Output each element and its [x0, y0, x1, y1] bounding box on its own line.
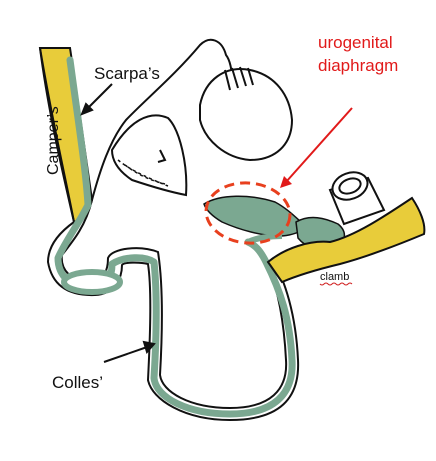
scarpas-arrow: [85, 83, 113, 111]
pubic-mark: [157, 149, 167, 163]
skin-outline-inner: [60, 199, 288, 410]
scarpas-label: Scarpa’s: [94, 64, 160, 83]
pubic-hair: [117, 159, 169, 187]
colles-label: Colles’: [52, 373, 103, 392]
urogenital-diaphragm-membrane: [203, 195, 310, 237]
right-fat-layer: [266, 196, 426, 284]
clamb-label: clamb: [320, 271, 349, 283]
scrotal-pocket: [61, 269, 123, 295]
bladder-outline: [199, 68, 294, 162]
body-outline-upper: [91, 38, 233, 201]
scarpas-colles-fascia: [54, 56, 296, 418]
bladder-folds: [224, 66, 254, 91]
pubic-structure: [110, 114, 188, 197]
anal-canal: [328, 171, 386, 226]
colles-arrow: [103, 345, 151, 363]
annotation-arrows: [80, 83, 156, 363]
urogenital-label-line1: urogenital: [318, 33, 393, 52]
urogenital-diaphragm-highlight: [204, 181, 292, 245]
clamb-squiggle: [319, 282, 353, 286]
urogenital-arrow: [285, 107, 353, 183]
urogenital-label-line2: diaphragm: [318, 56, 398, 75]
campers-label: Camper’s: [45, 106, 62, 175]
skin-outline-left: [39, 47, 300, 422]
urogenital-arrowhead: [280, 176, 292, 188]
